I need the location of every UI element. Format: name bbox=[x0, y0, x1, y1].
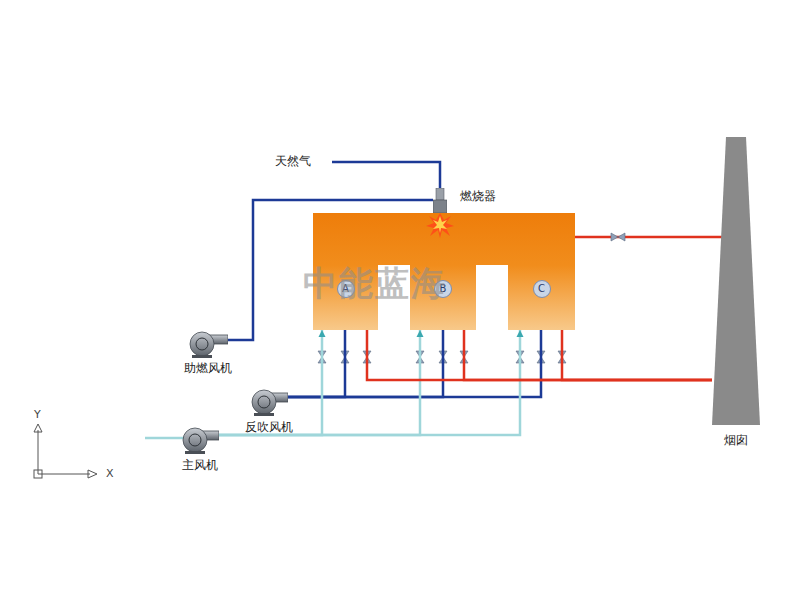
pipe-connector bbox=[288, 330, 541, 397]
axis-label: Y bbox=[34, 408, 41, 421]
node-label: 助燃风机 bbox=[184, 361, 232, 375]
axis-label: X bbox=[106, 467, 114, 480]
burner: 燃烧器 bbox=[433, 188, 447, 213]
arrow-head bbox=[319, 330, 326, 337]
purge-fan: 反吹风机 bbox=[250, 386, 288, 416]
node-label: 反吹风机 bbox=[245, 420, 293, 434]
chimney: 烟囱 bbox=[712, 137, 760, 425]
axis-symbol bbox=[34, 424, 97, 478]
node-label: 燃烧器 bbox=[460, 189, 496, 203]
fan-icon bbox=[250, 386, 288, 416]
gas-pipe bbox=[332, 162, 440, 188]
node-label: C bbox=[538, 283, 545, 295]
flue-valve bbox=[611, 233, 625, 241]
pipe-connector bbox=[562, 330, 712, 380]
node-label: 主风机 bbox=[182, 458, 218, 472]
burner-flame bbox=[426, 213, 454, 238]
regenerator-bed: C bbox=[508, 265, 575, 330]
watermark: 中能蓝海 bbox=[303, 263, 447, 304]
bed-marker: C bbox=[533, 280, 551, 298]
combustion-fan: 助燃风机 bbox=[188, 328, 228, 358]
pipe-connector bbox=[464, 330, 712, 380]
pipe-connector bbox=[367, 330, 712, 380]
arrow-head bbox=[417, 330, 424, 337]
main-air-inlet bbox=[145, 437, 184, 440]
pipe-connector bbox=[219, 330, 520, 435]
pipe-connector bbox=[219, 330, 420, 435]
chimney-body bbox=[712, 137, 760, 425]
burner-body bbox=[433, 188, 447, 213]
fan-icon bbox=[181, 424, 219, 454]
arrow-head bbox=[517, 330, 524, 337]
node-label: 烟囱 bbox=[724, 433, 748, 447]
pipe-connector bbox=[219, 330, 322, 435]
fan-icon bbox=[188, 328, 228, 358]
pipe-connector bbox=[288, 330, 345, 397]
main-fan: 主风机 bbox=[181, 424, 219, 454]
gas-label: 天然气 bbox=[275, 154, 311, 168]
flue-pipe-top bbox=[575, 236, 722, 239]
